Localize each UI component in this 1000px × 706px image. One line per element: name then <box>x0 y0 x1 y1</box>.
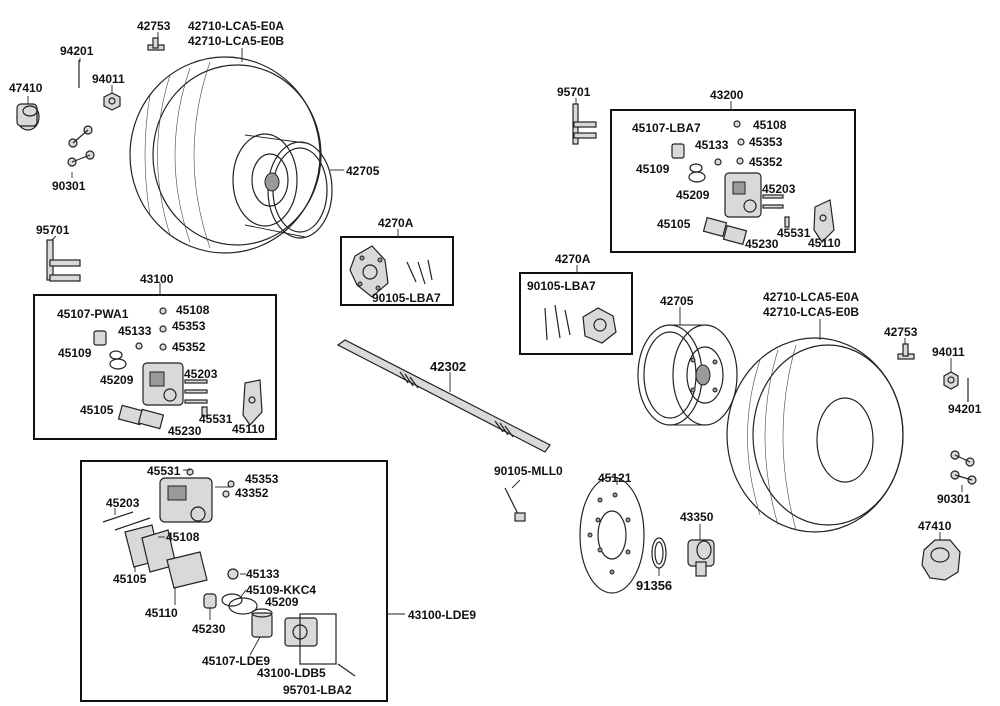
cap-47410-left <box>16 103 40 131</box>
nut-94011-left <box>103 92 121 111</box>
tire-left <box>129 56 322 254</box>
box-43100 <box>33 294 277 440</box>
label-45531-right: 45531 <box>777 226 811 240</box>
label-45230-right: 45230 <box>745 237 779 251</box>
label-90105-mll0: 90105-MLL0 <box>494 464 563 478</box>
label-42753-top-left: 42753 <box>137 19 171 33</box>
label-45203-left: 45203 <box>184 367 218 381</box>
box-43100-lde9 <box>80 460 388 702</box>
label-45121: 45121 <box>598 471 632 485</box>
bolt-95701-right <box>572 103 597 145</box>
box-4270a-right <box>519 272 633 355</box>
label-43352-bottom: 43352 <box>235 486 269 500</box>
valve-42753-right <box>897 343 915 360</box>
label-45531-bottom: 45531 <box>147 464 181 478</box>
label-90105-lba7-center: 90105-LBA7 <box>372 291 441 305</box>
bolt-95701-left <box>46 239 81 282</box>
label-45108-right: 45108 <box>753 118 787 132</box>
label-4270a-right: 4270A <box>555 252 591 266</box>
label-45230-bottom: 45230 <box>192 622 226 636</box>
label-45105-left: 45105 <box>80 403 114 417</box>
label-45133-left: 45133 <box>118 324 152 338</box>
label-42753-right: 42753 <box>884 325 918 339</box>
label-45109-kkc4: 45109-KKC4 <box>246 583 316 597</box>
label-45230-left: 45230 <box>168 424 202 438</box>
bolt-90105-mll0 <box>504 487 526 522</box>
nut-94011-right <box>943 371 959 390</box>
label-45110-bottom: 45110 <box>145 606 178 620</box>
label-90105-lba7-right: 90105-LBA7 <box>527 279 596 293</box>
rim-left <box>232 133 333 239</box>
label-43100-ldb5: 43100-LDB5 <box>257 666 326 680</box>
label-45133-right: 45133 <box>695 138 729 152</box>
label-47410-right: 47410 <box>918 519 952 533</box>
label-42710-a-right: 42710-LCA5-E0A <box>763 290 859 304</box>
label-45108-bottom: 45108 <box>166 530 200 544</box>
label-45109-left: 45109 <box>58 346 92 360</box>
axle-42302 <box>336 339 551 453</box>
label-94201-right: 94201 <box>948 402 982 416</box>
label-45203-right: 45203 <box>762 182 796 196</box>
label-42710-b-top-left: 42710-LCA5-E0B <box>188 34 284 48</box>
label-45108-left: 45108 <box>176 303 210 317</box>
label-45353-left: 45353 <box>172 319 206 333</box>
knuckle-43350 <box>687 539 715 577</box>
label-43100: 43100 <box>140 272 174 286</box>
label-45209-bottom: 45209 <box>265 595 299 609</box>
label-45353-right: 45353 <box>749 135 783 149</box>
label-45107-lba7: 45107-LBA7 <box>632 121 701 135</box>
seal-91356 <box>651 537 667 569</box>
cap-47410-right <box>921 539 961 581</box>
label-45110-left: 45110 <box>232 422 265 436</box>
label-45209-right: 45209 <box>676 188 710 202</box>
label-45203-bottom: 45203 <box>106 496 140 510</box>
hub-4270a-center <box>349 245 433 298</box>
box-43200 <box>610 109 856 253</box>
label-45352-left: 45352 <box>172 340 206 354</box>
label-45353-bottom: 45353 <box>245 472 279 486</box>
label-43350: 43350 <box>680 510 714 524</box>
disc-45121 <box>579 476 645 594</box>
label-45109-right: 45109 <box>636 162 670 176</box>
valve-42753-left <box>147 37 165 51</box>
label-45105-right: 45105 <box>657 217 691 231</box>
label-45105-bottom: 45105 <box>113 572 147 586</box>
caliper-exploded-43100-lde9 <box>102 468 356 677</box>
label-43100-lde9: 43100-LDE9 <box>408 608 476 622</box>
label-90301-top-left: 90301 <box>52 179 86 193</box>
caliper-43100 <box>93 307 263 430</box>
label-42710-b-right: 42710-LCA5-E0B <box>763 305 859 319</box>
label-42302: 42302 <box>430 359 466 374</box>
label-45133-bottom: 45133 <box>246 567 280 581</box>
label-94201-top-left: 94201 <box>60 44 94 58</box>
bolts-90301-left <box>67 125 95 167</box>
label-45110-right: 45110 <box>808 236 841 250</box>
hub-4270a-right <box>544 304 617 344</box>
label-4270a-center: 4270A <box>378 216 414 230</box>
label-45209-left: 45209 <box>100 373 134 387</box>
box-4270a-center <box>340 236 454 306</box>
label-42705-top-left: 42705 <box>346 164 380 178</box>
label-45107-pwa1: 45107-PWA1 <box>57 307 129 321</box>
label-45352-right: 45352 <box>749 155 783 169</box>
label-91356: 91356 <box>636 578 672 593</box>
label-94011-right: 94011 <box>932 345 965 359</box>
label-45531-left: 45531 <box>199 412 233 426</box>
label-42710-a-top-left: 42710-LCA5-E0A <box>188 19 284 33</box>
label-42705-right: 42705 <box>660 294 694 308</box>
tire-right <box>726 337 904 533</box>
label-43200: 43200 <box>710 88 744 102</box>
label-95701-right: 95701 <box>557 85 591 99</box>
caliper-43200 <box>671 120 835 246</box>
label-95701-lba2: 95701-LBA2 <box>283 683 352 697</box>
label-45107-lde9: 45107-LDE9 <box>202 654 270 668</box>
rim-right <box>637 324 738 426</box>
bolts-90301-right <box>950 450 977 485</box>
label-94011-top-left: 94011 <box>92 72 125 86</box>
label-95701-left: 95701 <box>36 223 70 237</box>
label-90301-right: 90301 <box>937 492 971 506</box>
label-47410-top-left: 47410 <box>9 81 43 95</box>
